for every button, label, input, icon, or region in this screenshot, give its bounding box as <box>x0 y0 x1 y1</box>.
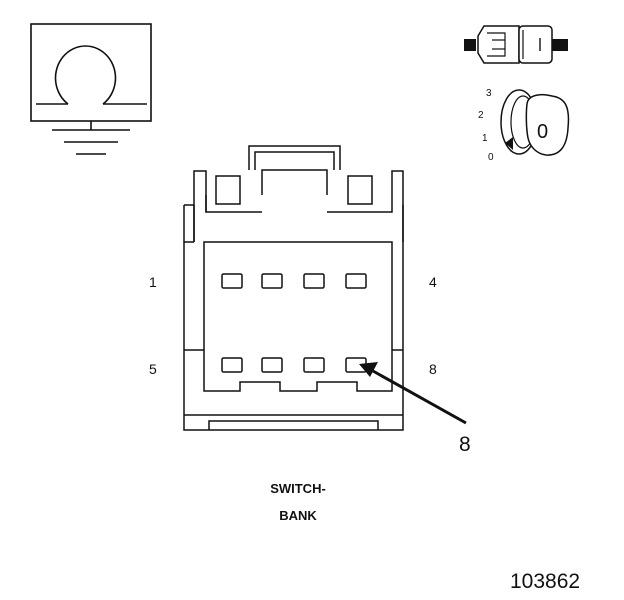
pin-cavity-2 <box>261 273 283 289</box>
pin-label-4: 4 <box>429 274 437 290</box>
figure-number: 103862 <box>510 570 580 593</box>
pin-cavity-3 <box>303 273 325 289</box>
callout-arrow <box>359 362 467 425</box>
switch-position-3: 3 <box>486 88 492 99</box>
switch-position-0: 0 <box>488 152 494 163</box>
ignition-key-icon <box>500 89 570 156</box>
caption-line-1: SWITCH- <box>270 481 326 496</box>
pin-cavity-6 <box>261 357 283 373</box>
connector-housing <box>183 145 404 431</box>
callout-label: 8 <box>459 433 471 456</box>
pin-cavity-4 <box>345 273 367 289</box>
pin-cavity-7 <box>303 357 325 373</box>
pin-cavity-1 <box>221 273 243 289</box>
fuse-icon <box>464 25 568 64</box>
switch-position-1: 1 <box>482 133 488 144</box>
pin-label-5: 5 <box>149 361 157 377</box>
switch-position-2: 2 <box>478 110 484 121</box>
pin-label-1: 1 <box>149 274 157 290</box>
caption-line-2: BANK <box>279 508 317 523</box>
pin-label-8: 8 <box>429 361 437 377</box>
key-label: 0 <box>537 121 548 143</box>
pin-row-top <box>221 273 367 289</box>
ohm-ground-icon <box>30 23 152 155</box>
pin-cavity-5 <box>221 357 243 373</box>
pin-row-bottom <box>221 357 367 373</box>
